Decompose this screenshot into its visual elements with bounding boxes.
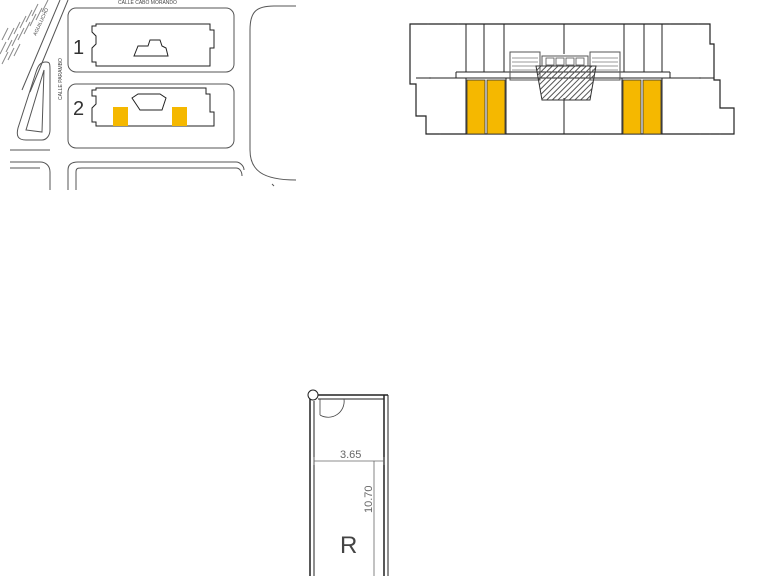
highlighted-unit-right-a — [622, 79, 642, 135]
floor-plan-drawing — [409, 23, 735, 135]
column-marker — [307, 389, 319, 401]
building-2-outline — [91, 87, 215, 127]
floor-outline — [409, 23, 735, 135]
building-1-core — [133, 39, 169, 57]
top-unit-walls — [465, 24, 663, 72]
building-1-outline — [91, 23, 215, 67]
site-plan-drawing: AGUILUCHO CALLE CABO MORANDO CALLE PARAM… — [0, 0, 297, 190]
building-core — [509, 51, 621, 101]
window-marks — [427, 23, 721, 135]
street-label-top: CALLE CABO MORANDO — [118, 0, 177, 6]
building-1-number: 1 — [73, 37, 84, 59]
highlighted-unit-right-b — [642, 79, 662, 135]
right-road — [249, 5, 296, 31]
landscape-hatching — [0, 0, 49, 65]
lot-1 — [67, 7, 235, 73]
traffic-island-outer — [16, 61, 51, 141]
unit-plan: 3.65 10.70 R — [300, 385, 400, 576]
site-plan: AGUILUCHO CALLE CABO MORANDO CALLE PARAM… — [0, 0, 300, 190]
street-label-left: CALLE PARAMBO — [58, 58, 64, 100]
traffic-island-inner — [25, 69, 45, 133]
lot-3 — [67, 161, 245, 190]
building-2-core — [131, 93, 167, 111]
door-swing — [319, 398, 345, 418]
width-dimension: 3.65 — [340, 449, 361, 461]
highlighted-unit-1 — [113, 107, 128, 126]
diagonal-road — [21, 0, 69, 93]
unit-label: R — [340, 532, 357, 559]
building-2-number: 2 — [73, 98, 84, 120]
length-dimension: 10.70 — [363, 485, 375, 513]
street-label-diag: AGUILUCHO — [32, 7, 50, 37]
highlighted-unit-left-b — [486, 79, 506, 135]
highlighted-unit-left-a — [466, 79, 486, 135]
core-hatched-area — [535, 65, 597, 101]
unit-plan-drawing: 3.65 10.70 R — [307, 389, 389, 576]
highlighted-unit-2 — [172, 107, 187, 126]
width-dimension-line — [313, 457, 385, 465]
bottom-unit-walls — [465, 78, 663, 134]
lot-2 — [67, 83, 235, 149]
floor-plan — [400, 14, 745, 144]
